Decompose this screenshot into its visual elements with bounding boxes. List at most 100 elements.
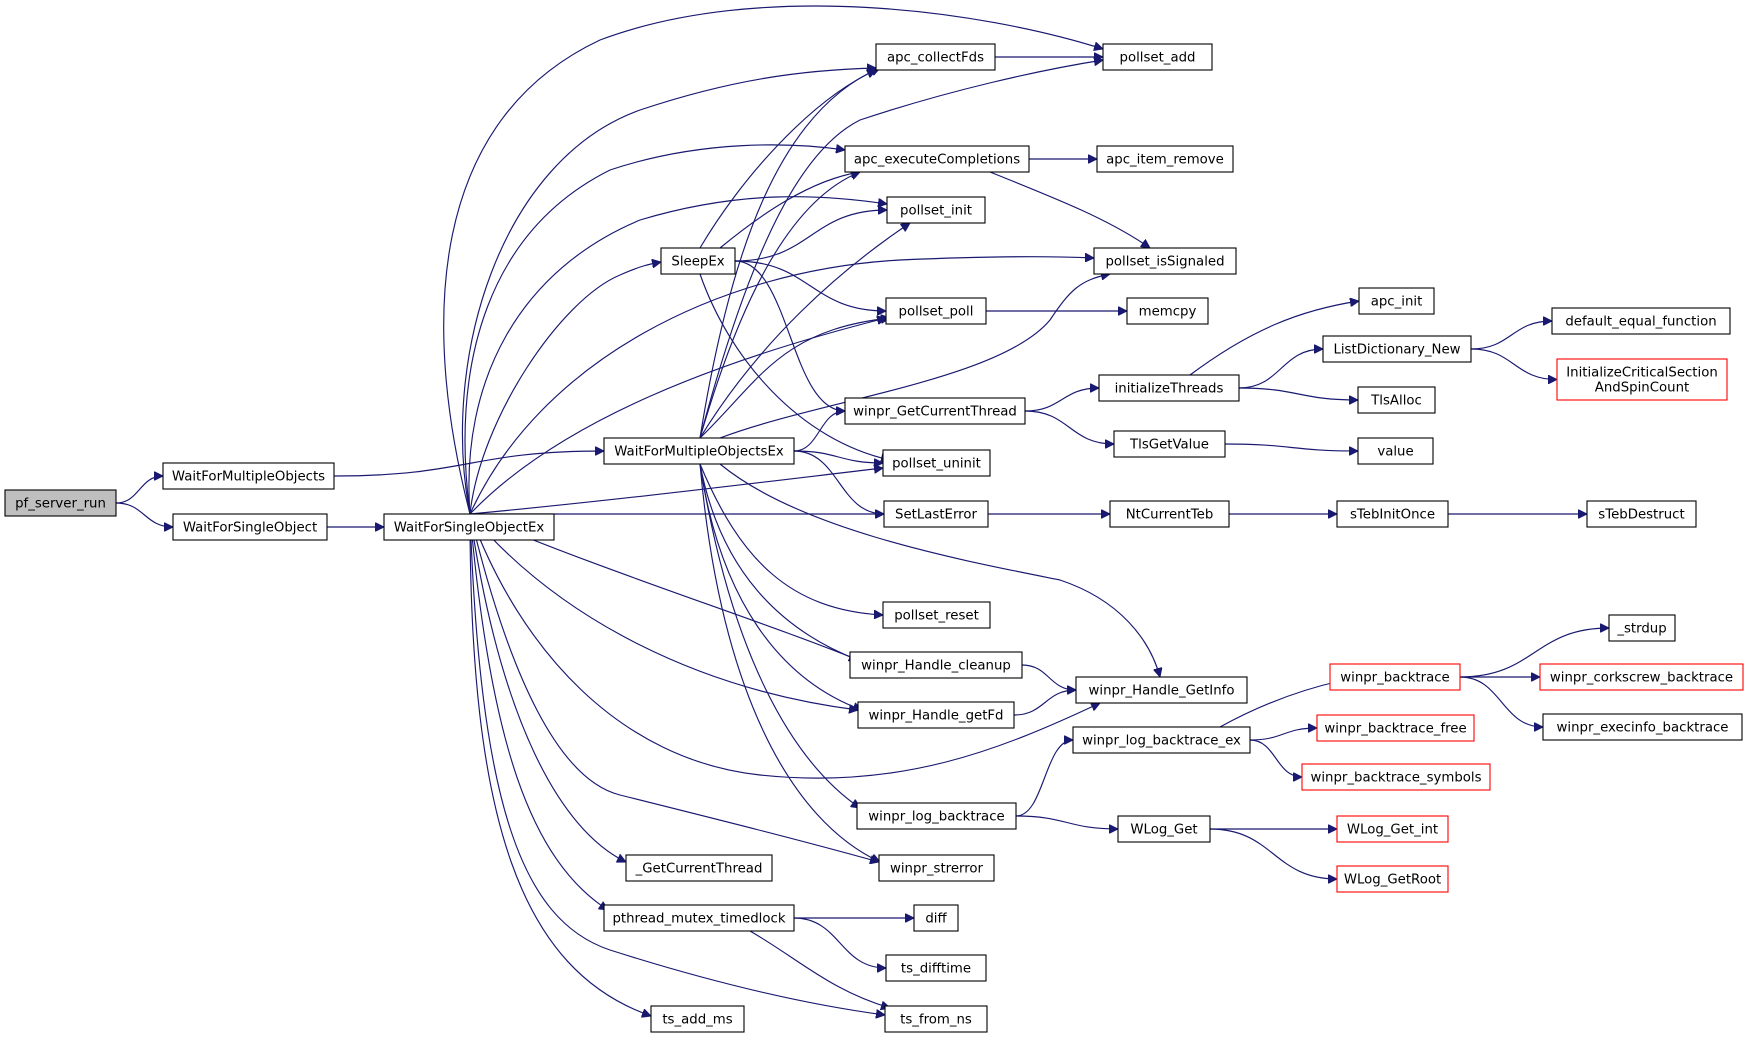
edge-WaitForSingleObjectEx-to-pollset_isSignaled — [469, 257, 1094, 515]
node-box — [844, 145, 1030, 173]
node-label: winpr_log_backtrace_ex — [1082, 734, 1241, 749]
node-WaitForMultipleObjects[interactable]: WaitForMultipleObjects — [162, 462, 335, 490]
node-apc_init[interactable]: apc_init — [1358, 287, 1435, 315]
node-ts_from_ns[interactable]: ts_from_ns — [884, 1005, 988, 1033]
edge-ListDictionary_New-to-default_equal_function — [1470, 321, 1552, 350]
node-sTebInitOnce[interactable]: sTebInitOnce — [1336, 500, 1449, 528]
node-WaitForMultipleObjectsEx[interactable]: WaitForMultipleObjectsEx — [603, 437, 795, 465]
node-winpr_backtrace_free[interactable]: winpr_backtrace_free — [1316, 714, 1475, 742]
edge-WaitForMultipleObjectsEx-to-winpr_Handle_cleanup — [699, 463, 858, 660]
node-box — [1336, 500, 1449, 528]
node-WaitForSingleObjectEx[interactable]: WaitForSingleObjectEx — [383, 513, 555, 541]
node-pollset_uninit[interactable]: pollset_uninit — [882, 449, 991, 477]
node-winpr_GetCurrentThread[interactable]: winpr_GetCurrentThread — [844, 397, 1026, 425]
node-box — [882, 601, 991, 629]
edge-SleepEx-to-winpr_GetCurrentThread — [734, 260, 845, 411]
node-pollset_poll[interactable]: pollset_poll — [885, 297, 987, 325]
edge-WaitForSingleObjectEx-to-ts_add_ms — [469, 513, 651, 1016]
node-label: winpr_corkscrew_backtrace — [1550, 671, 1733, 686]
node-pollset_isSignaled[interactable]: pollset_isSignaled — [1093, 247, 1237, 275]
node-sTebDestruct[interactable]: sTebDestruct — [1586, 500, 1697, 528]
edge-pf_server_run-to-WaitForSingleObject — [115, 502, 173, 527]
node-winpr_backtrace_symbols[interactable]: winpr_backtrace_symbols — [1301, 763, 1491, 791]
edge-WaitForSingleObjectEx-to-SleepEx — [469, 262, 661, 515]
node-apc_item_remove[interactable]: apc_item_remove — [1096, 145, 1234, 173]
node-box — [1096, 145, 1234, 173]
node-initializeThreads[interactable]: initializeThreads — [1098, 374, 1240, 402]
node-winpr_log_backtrace_ex[interactable]: winpr_log_backtrace_ex — [1072, 726, 1251, 754]
node-box — [875, 43, 996, 71]
node-winpr_Handle_getFd[interactable]: winpr_Handle_getFd — [857, 701, 1015, 729]
node-WLog_GetRoot[interactable]: WLog_GetRoot — [1336, 865, 1449, 893]
node-SetLastError[interactable]: SetLastError — [883, 500, 989, 528]
node-label: winpr_backtrace — [1340, 671, 1449, 686]
node-_GetCurrentThread[interactable]: _GetCurrentThread — [625, 854, 773, 882]
edge-line — [793, 450, 883, 463]
node-label: WaitForSingleObjectEx — [394, 521, 545, 536]
node-winpr_Handle_GetInfo[interactable]: winpr_Handle_GetInfo — [1075, 676, 1248, 704]
node-value[interactable]: value — [1357, 437, 1434, 465]
node-label: ts_difftime — [901, 962, 971, 977]
node-ListDictionary_New[interactable]: ListDictionary_New — [1322, 335, 1472, 363]
node-NtCurrentTeb[interactable]: NtCurrentTeb — [1109, 500, 1230, 528]
node-pthread_mutex_timedlock[interactable]: pthread_mutex_timedlock — [603, 904, 795, 932]
node-_strdup[interactable]: _strdup — [1608, 614, 1676, 642]
node-winpr_backtrace[interactable]: winpr_backtrace — [1329, 663, 1461, 691]
node-default_equal_function[interactable]: default_equal_function — [1551, 307, 1731, 335]
node-SleepEx[interactable]: SleepEx — [660, 247, 736, 275]
node-pollset_add[interactable]: pollset_add — [1102, 43, 1213, 71]
node-box — [625, 854, 773, 882]
edge-line — [793, 411, 846, 452]
node-apc_executeCompletions[interactable]: apc_executeCompletions — [844, 145, 1030, 173]
node-TlsAlloc[interactable]: TlsAlloc — [1357, 386, 1436, 414]
node-winpr_Handle_cleanup[interactable]: winpr_Handle_cleanup — [849, 651, 1023, 679]
node-pollset_init[interactable]: pollset_init — [886, 196, 986, 224]
node-winpr_strerror[interactable]: winpr_strerror — [878, 854, 995, 882]
edge-line — [699, 68, 880, 439]
node-winpr_execinfo_backtrace[interactable]: winpr_execinfo_backtrace — [1542, 713, 1743, 741]
node-label: winpr_Handle_GetInfo — [1089, 684, 1235, 699]
edge-WaitForMultipleObjectsEx-to-pollset_uninit — [793, 450, 883, 463]
edge-WaitForMultipleObjectsEx-to-pollset_isSignaled — [719, 274, 1110, 439]
edge-line — [469, 513, 626, 862]
node-WLog_Get_int[interactable]: WLog_Get_int — [1336, 815, 1449, 843]
node-ts_add_ms[interactable]: ts_add_ms — [650, 1005, 745, 1033]
node-WaitForSingleObject[interactable]: WaitForSingleObject — [172, 513, 328, 541]
node-pf_server_run[interactable]: pf_server_run — [4, 489, 117, 517]
node-ts_difftime[interactable]: ts_difftime — [885, 954, 987, 982]
node-box — [1102, 43, 1213, 71]
edge-WaitForSingleObjectEx-to-pollset_init — [468, 196, 887, 515]
edge-line — [469, 468, 883, 515]
edge-initializeThreads-to-ListDictionary_New — [1238, 349, 1323, 389]
edge-line — [699, 223, 910, 439]
node-label: winpr_backtrace_symbols — [1310, 771, 1481, 786]
edge-line — [469, 318, 886, 515]
node-box — [603, 437, 795, 465]
edge-line — [115, 476, 164, 504]
edge-winpr_log_backtrace_ex-to-winpr_backtrace_symbols — [1249, 739, 1302, 777]
node-box — [383, 513, 555, 541]
node-TlsGetValue[interactable]: TlsGetValue — [1113, 430, 1226, 458]
node-winpr_corkscrew_backtrace[interactable]: winpr_corkscrew_backtrace — [1539, 663, 1744, 691]
node-label: TlsGetValue — [1129, 438, 1209, 453]
node-label: winpr_strerror — [890, 862, 984, 877]
node-diff[interactable]: diff — [913, 904, 959, 932]
edge-line — [699, 463, 862, 710]
node-pollset_reset[interactable]: pollset_reset — [882, 601, 991, 629]
edge-WaitForMultipleObjectsEx-to-pollset_poll — [699, 318, 890, 439]
node-apc_collectFds[interactable]: apc_collectFds — [875, 43, 996, 71]
node-box — [1358, 287, 1435, 315]
edge-line — [699, 172, 860, 439]
edge-WaitForMultipleObjectsEx-to-pollset_init — [699, 223, 910, 439]
edge-line — [1249, 728, 1317, 741]
node-WLog_Get[interactable]: WLog_Get — [1117, 815, 1211, 843]
edge-line — [734, 210, 887, 262]
node-memcpy[interactable]: memcpy — [1126, 297, 1209, 325]
node-label: WaitForMultipleObjectsEx — [614, 445, 784, 460]
node-label: pollset_uninit — [892, 457, 981, 472]
node-label: TlsAlloc — [1370, 394, 1422, 409]
edge-WaitForSingleObjectEx-to-pollset_uninit — [469, 468, 883, 515]
node-label: SetLastError — [895, 508, 977, 523]
node-winpr_log_backtrace[interactable]: winpr_log_backtrace — [856, 802, 1017, 830]
